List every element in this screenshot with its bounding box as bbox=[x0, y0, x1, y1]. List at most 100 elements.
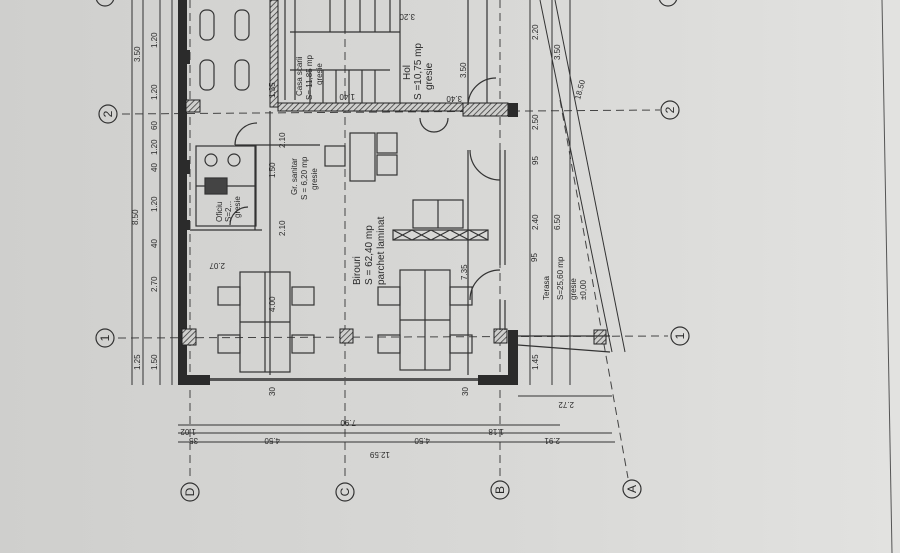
axis-label-1-right: 1 bbox=[673, 332, 687, 339]
shelf bbox=[392, 229, 489, 241]
dim-bottom-part: 4.50 bbox=[264, 436, 280, 445]
dim-bottom-part: 35 bbox=[189, 436, 198, 445]
dim-interior: 4.00 bbox=[268, 296, 277, 312]
dim-left-detail: 40 bbox=[150, 239, 159, 248]
chair bbox=[449, 286, 473, 306]
wall-left bbox=[178, 0, 187, 385]
axis-marker-3-left bbox=[95, 0, 115, 7]
wall-bottom-right bbox=[478, 375, 518, 385]
axis-label-d: D bbox=[183, 487, 197, 496]
room-area-oficiu: S=2,.. bbox=[224, 201, 233, 222]
dim-right: 95 bbox=[530, 253, 539, 262]
dim-bottom-part: 2.91 bbox=[544, 436, 560, 445]
dim-interior: 2.10 bbox=[278, 220, 287, 236]
axis-label-b: B bbox=[493, 486, 507, 494]
axis-marker-b bbox=[490, 480, 510, 500]
dim-left-detail: 1.20 bbox=[150, 84, 159, 100]
dim-bottom-part: 4.50 bbox=[414, 436, 430, 445]
dim-interior: 3.40 bbox=[446, 94, 462, 103]
room-name-terasa: Terasa bbox=[542, 275, 551, 300]
axis-marker-d bbox=[180, 482, 200, 502]
dim-left-detail: 1.20 bbox=[150, 139, 159, 155]
chair bbox=[324, 145, 346, 167]
dim-interior: 2.10 bbox=[278, 132, 287, 148]
axis-marker-3-right bbox=[658, 0, 678, 7]
chair bbox=[291, 334, 315, 354]
dim-bottom-opening: 1.02 bbox=[180, 427, 196, 436]
axis-marker-1-left bbox=[95, 328, 115, 348]
dim-right: 2.40 bbox=[531, 214, 540, 230]
dim-left-detail: 1.20 bbox=[150, 196, 159, 212]
room-area-terasa: S=25,60 mp bbox=[556, 256, 565, 300]
dim-interior: 1.40 bbox=[339, 92, 355, 101]
room-name-oficiu: Oficiu bbox=[215, 202, 224, 222]
wall-right-corner bbox=[508, 330, 518, 385]
room-floor-terasa: gresie bbox=[569, 278, 578, 300]
chair bbox=[291, 286, 315, 306]
dim-right: 2.50 bbox=[531, 114, 540, 130]
room-area-birouri: S = 62,40 mp bbox=[364, 225, 375, 285]
dim-interior: 30 bbox=[461, 387, 470, 396]
room-area-gr-sanitar: S = 6,20 mp bbox=[300, 156, 309, 200]
level-mark-terasa: ±0,00 bbox=[579, 279, 588, 300]
furniture bbox=[199, 9, 489, 373]
walls bbox=[178, 0, 607, 385]
dim-interior: 3.20 bbox=[399, 12, 415, 21]
dim-interior: 30 bbox=[268, 387, 277, 396]
axis-label-2-right: 2 bbox=[663, 106, 677, 113]
axis-marker-2-left bbox=[98, 104, 118, 124]
axis-label-a: A bbox=[625, 485, 639, 493]
window-bottom bbox=[210, 378, 478, 381]
column bbox=[181, 328, 197, 346]
axis-marker-1-right bbox=[670, 326, 690, 346]
room-name-hol: Hol bbox=[402, 65, 413, 80]
dim-left-overall: 8.50 bbox=[131, 209, 140, 225]
dim-right: 2.20 bbox=[531, 24, 540, 40]
room-name-gr-sanitar: Gr. sanitar bbox=[290, 158, 299, 195]
dim-left-part: 1.25 bbox=[133, 354, 142, 370]
dim-interior: 2.07 bbox=[209, 261, 225, 270]
axis-marker-2-right bbox=[660, 100, 680, 120]
dim-right: 95 bbox=[531, 156, 540, 165]
interior-lines bbox=[190, 0, 611, 375]
room-floor-gr-sanitar: gresie bbox=[310, 168, 319, 190]
sheet-edge bbox=[881, 0, 893, 553]
chair bbox=[377, 334, 401, 354]
column bbox=[593, 329, 607, 345]
dim-right: 3.50 bbox=[553, 44, 562, 60]
axis-label-c: C bbox=[338, 487, 352, 496]
column bbox=[493, 328, 508, 344]
room-floor-hol: gresie bbox=[424, 62, 435, 90]
room-name-birouri: Birouri bbox=[352, 256, 363, 285]
dim-left-detail: 40 bbox=[150, 163, 159, 172]
room-area-hol: S =10,75 mp bbox=[413, 43, 424, 100]
axis-label-1-left: 1 bbox=[98, 334, 112, 341]
chair bbox=[377, 286, 401, 306]
room-floor-birouri: parchet laminat bbox=[376, 216, 387, 285]
dim-bottom-opening: 1.18 bbox=[488, 427, 504, 436]
room-floor-casa-scarii: gresie bbox=[315, 63, 324, 85]
chair bbox=[217, 286, 241, 306]
room-floor-oficiu: gresie bbox=[233, 196, 242, 218]
dim-interior: 1.50 bbox=[268, 162, 277, 178]
column bbox=[339, 328, 354, 344]
dim-interior: 7.35 bbox=[460, 264, 469, 280]
axis-marker-c bbox=[335, 482, 355, 502]
table bbox=[349, 132, 376, 182]
dim-right: 1.45 bbox=[531, 354, 540, 370]
dim-left-part: 1.50 bbox=[150, 354, 159, 370]
dim-interior: 1.35 bbox=[268, 82, 277, 98]
room-name-casa-scarii: Casa scarii bbox=[295, 56, 304, 96]
axis-marker-a bbox=[622, 479, 642, 499]
dim-bottom-overall: 12.59 bbox=[369, 450, 390, 459]
dim-terrace-width: 2.72 bbox=[558, 400, 574, 409]
axis-label-2-left: 2 bbox=[101, 110, 115, 117]
dim-left-part: 3.50 bbox=[133, 46, 142, 62]
dim-bottom-opening: 7.90 bbox=[340, 418, 356, 427]
dim-right: 6.50 bbox=[553, 214, 562, 230]
dim-left-detail: 2.70 bbox=[150, 276, 159, 292]
room-area-casa-scarii: S= 11,85 mp bbox=[305, 54, 314, 100]
chair bbox=[217, 334, 241, 354]
dim-left-detail: 60 bbox=[150, 121, 159, 130]
